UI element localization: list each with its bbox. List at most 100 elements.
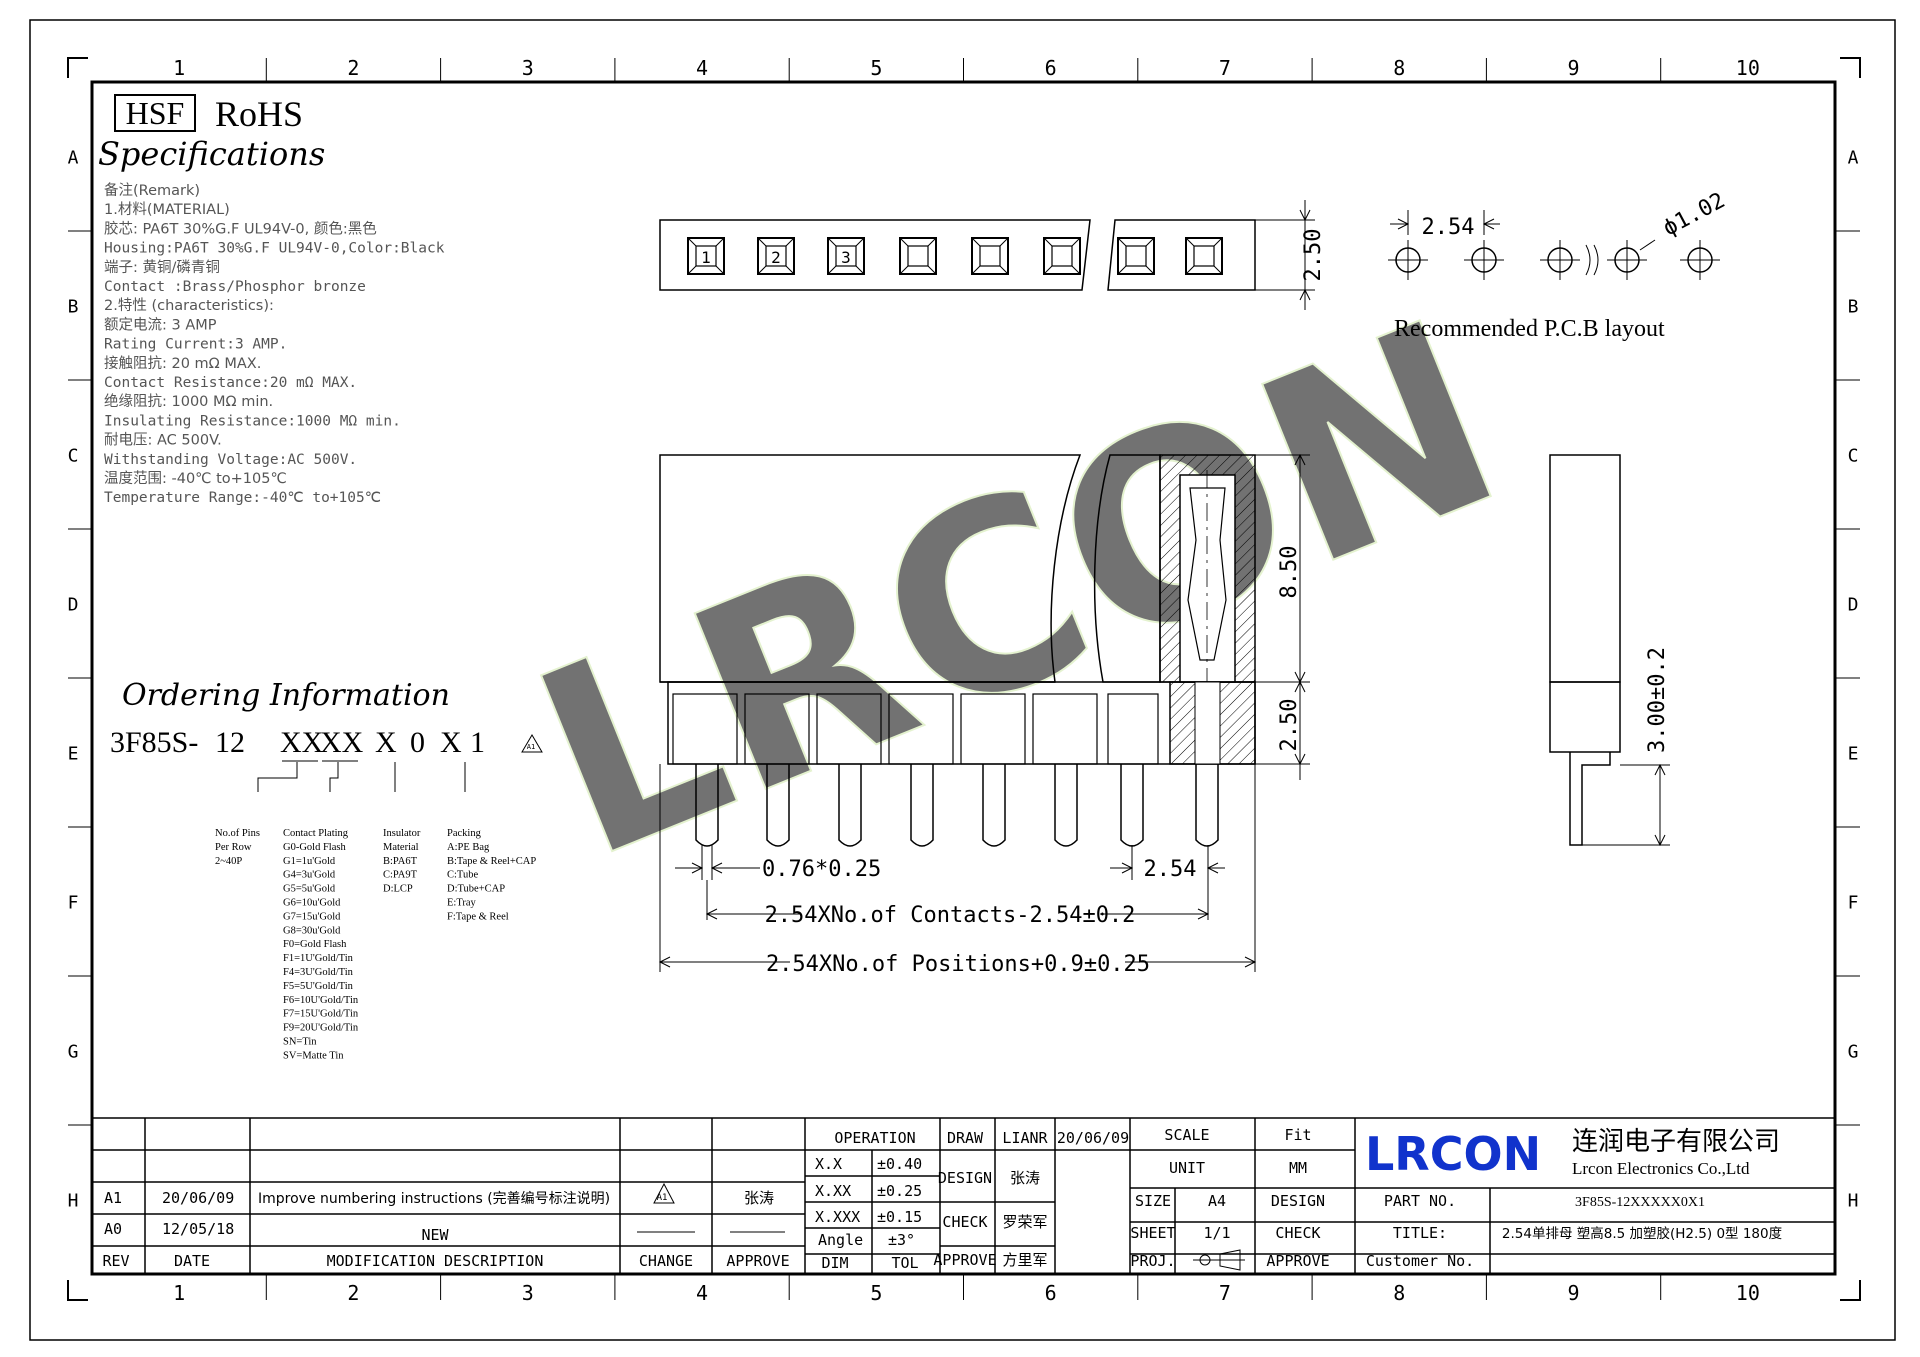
svg-text:1/1: 1/1	[1203, 1224, 1230, 1242]
ordering-code-part: XX	[320, 726, 364, 759]
spec-line: 额定电流: 3 AMP	[104, 316, 217, 333]
dim-pitch: 2.54	[1144, 857, 1197, 882]
title-block: A1 20/06/09 Improve numbering instructio…	[92, 1117, 1835, 1274]
zone-row-label: D	[68, 595, 79, 616]
ordering-legend-line: F7=15U'Gold/Tin	[283, 1009, 359, 1020]
dim-contacts: 2.54XNo.of Contacts-2.54±0.2	[765, 903, 1136, 928]
ordering-legend-line: Insulator	[383, 828, 421, 839]
pcb-caption: Recommended P.C.B layout	[1394, 316, 1665, 342]
spec-line: Housing:PA6T 30%G.F UL94V-0,Color:Black	[104, 241, 445, 257]
dim-pin-size: 0.76*0.25	[762, 857, 881, 882]
ordering-legend-line: B:PA6T	[383, 856, 418, 867]
svg-text:REV: REV	[102, 1252, 129, 1270]
zone-col-label: 5	[870, 56, 882, 80]
ordering-legend-line: Material	[383, 842, 419, 853]
svg-text:CHECK: CHECK	[942, 1213, 987, 1231]
spec-line: 胶芯: PA6T 30%G.F UL94V-0, 颜色:黑色	[104, 220, 377, 237]
zone-col-label: 10	[1736, 56, 1760, 80]
zone-col-label: 1	[173, 56, 185, 80]
svg-text:Fit: Fit	[1284, 1126, 1311, 1144]
ordering-legend-line: SN=Tin	[283, 1037, 317, 1048]
svg-text:A0: A0	[104, 1220, 122, 1238]
projection-symbol-icon	[1193, 1249, 1245, 1271]
ordering-legend-line: A:PE Bag	[447, 842, 490, 853]
dim-top-height: 2.50	[1301, 229, 1326, 282]
dim-tail-height: 2.50	[1277, 699, 1302, 752]
spec-line: 耐电压: AC 500V.	[104, 432, 222, 449]
ordering-legend-line: Contact Plating	[283, 828, 349, 839]
outer-frame	[29, 19, 1896, 1341]
company-logo: LRCON	[1365, 1127, 1541, 1181]
hsf-box	[114, 94, 196, 132]
spec-list: 备注(Remark)1.材料(MATERIAL)胶芯: PA6T 30%G.F …	[104, 182, 445, 506]
ordering-legend-line: Packing	[447, 828, 482, 839]
zone-col-label: 8	[1393, 56, 1405, 80]
svg-text:20/06/09: 20/06/09	[1057, 1129, 1129, 1147]
ordering-legend-line: No.of Pins	[215, 828, 260, 839]
spec-line: 2.特性 (characteristics):	[104, 297, 274, 314]
zone-row-label: A	[68, 148, 79, 169]
zone-col-label: 4	[696, 56, 708, 80]
zone-col-label: 3	[522, 56, 534, 80]
spec-line: Withstanding Voltage:AC 500V.	[104, 452, 357, 468]
svg-text:OPERATION: OPERATION	[834, 1129, 915, 1147]
svg-text:张涛: 张涛	[744, 1189, 774, 1207]
spec-line: Insulating Resistance:1000 MΩ min.	[104, 413, 401, 429]
svg-text:Angle: Angle	[818, 1231, 863, 1249]
compliance-header: HSF RoHS Specifications	[98, 94, 325, 173]
zone-row-label: C	[68, 446, 79, 467]
svg-text:±0.15: ±0.15	[877, 1208, 922, 1226]
svg-text:±0.40: ±0.40	[877, 1155, 922, 1173]
ordering-code-part: 3F85S-	[110, 726, 198, 759]
svg-text:方里军: 方里军	[1002, 1251, 1047, 1269]
ordering-legend-line: F9=20U'Gold/Tin	[283, 1023, 359, 1034]
ordering-legend-line: F6=10U'Gold/Tin	[283, 995, 359, 1006]
zone-row-label: H	[68, 1191, 79, 1212]
spec-line: Contact Resistance:20 mΩ MAX.	[104, 375, 357, 391]
pcb-hole-dia: ϕ1.02	[1659, 188, 1729, 241]
zone-row-label: B	[68, 297, 79, 318]
pcb-layout: 2.54 ϕ1.02 Recommended P.C.B layout	[1388, 188, 1729, 342]
front-view: 8.50 2.50 0.76*0.25 2.54 2.54XNo.of Cont…	[658, 453, 1310, 977]
zone-row-label: E	[68, 744, 79, 765]
change-mark: A1	[657, 1193, 668, 1203]
ordering-legend-line: D:Tube+CAP	[447, 884, 505, 895]
zone-col-label: 5	[870, 1281, 882, 1305]
pcb-pitch: 2.54	[1422, 215, 1475, 240]
ordering-legend-line: G1=1u'Gold	[283, 856, 336, 867]
ordering-code-part: XX	[280, 726, 324, 759]
spec-line: Contact :Brass/Phosphor bronze	[104, 279, 366, 295]
ordering-code-part: 1	[470, 726, 485, 759]
svg-text:Customer No.: Customer No.	[1366, 1252, 1474, 1270]
ordering-legend-line: F4=3U'Gold/Tin	[283, 967, 354, 978]
zone-col-label: 10	[1736, 1281, 1760, 1305]
svg-text:MODIFICATION DESCRIPTION: MODIFICATION DESCRIPTION	[327, 1252, 544, 1270]
zone-col-label: 9	[1568, 1281, 1580, 1305]
ordering-legend-line: G4=3u'Gold	[283, 870, 336, 881]
svg-text:APPROVE: APPROVE	[933, 1251, 996, 1269]
top-pin-label: 3	[841, 248, 851, 267]
part-title: 2.54单排母 塑高8.5 加塑胶(H2.5) 0型 180度	[1502, 1225, 1782, 1242]
ordering-legend-line: Per Row	[215, 842, 252, 853]
svg-text:LRCON: LRCON	[500, 265, 1536, 918]
spec-line: Temperature Range:-40℃ to+105℃	[104, 490, 381, 506]
svg-text:PROJ.: PROJ.	[1130, 1252, 1175, 1270]
corner-marks	[67, 57, 1861, 1301]
spec-line: 端子: 黄铜/磷青铜	[104, 259, 220, 276]
ordering-legend-line: F0=Gold Flash	[283, 939, 347, 950]
zone-row-label: F	[68, 893, 79, 914]
company-cn: 连润电子有限公司	[1572, 1127, 1780, 1157]
svg-text:X.X: X.X	[815, 1155, 842, 1173]
svg-text:DESIGN: DESIGN	[1271, 1192, 1325, 1210]
svg-text:CHANGE: CHANGE	[639, 1252, 693, 1270]
svg-text:SHEET: SHEET	[1130, 1224, 1175, 1242]
ordering-legend-line: D:LCP	[383, 884, 413, 895]
ordering-legend-line: C:PA9T	[383, 870, 418, 881]
side-view: 3.00±0.2	[1549, 454, 1670, 847]
svg-text:Improve numbering instructions: Improve numbering instructions (完善编号标注说明…	[258, 1191, 610, 1207]
zone-col-label: 6	[1045, 1281, 1057, 1305]
svg-text:TOL: TOL	[891, 1254, 918, 1272]
